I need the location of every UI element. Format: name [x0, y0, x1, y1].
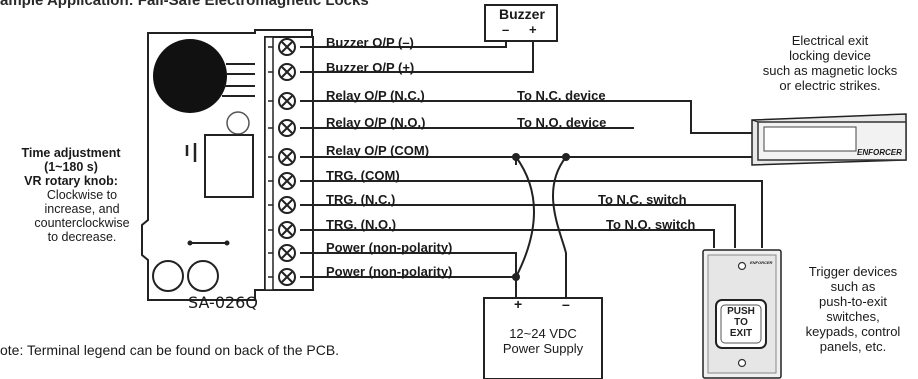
buzzer-plus: + — [529, 22, 537, 37]
psu-voltage: 12~24 VDC — [509, 326, 577, 341]
trigger-devices-line: push-to-exit — [819, 294, 887, 309]
exit-button-line: PUSH — [727, 306, 755, 317]
time-adjustment-range: (1~180 s) — [44, 160, 98, 174]
terminal-label: Power (non-polarity) — [326, 240, 453, 255]
buzzer-title: Buzzer — [499, 6, 545, 22]
terminal-legend-note: ote: Terminal legend can be found on bac… — [0, 342, 340, 358]
trigger-devices-line: panels, etc. — [819, 339, 887, 354]
exit-plate-brand: ENFORCER — [750, 260, 773, 265]
power-supply-label: 12~24 VDC Power Supply — [484, 326, 602, 356]
time-adjustment-note: Time adjustment (1~180 s) VR rotary knob… — [0, 146, 142, 244]
terminal-screw — [268, 38, 296, 56]
trigger-devices-description: Trigger devices such as push-to-exit swi… — [788, 264, 918, 354]
psu-title: Power Supply — [502, 341, 584, 356]
terminal-label: TRG. (COM) — [326, 168, 400, 183]
knob-desc-line: increase, and — [44, 202, 120, 216]
wire-label-nc-switch: To N.C. switch — [598, 192, 687, 207]
terminal-screw — [268, 268, 296, 286]
terminal-label: Power (non-polarity) — [326, 264, 453, 279]
wire-label-no-switch: To N.O. switch — [606, 217, 696, 232]
magnetic-lock — [751, 113, 907, 166]
exit-button-line: TO — [734, 317, 748, 328]
wire-label-nc-device: To N.C. device — [517, 88, 606, 103]
buzzer-minus: – — [502, 22, 510, 37]
exit-button-plate — [702, 249, 782, 379]
locking-device-line: or electric strikes. — [779, 78, 881, 93]
terminal-screw — [268, 172, 296, 190]
terminal-screw — [268, 196, 296, 214]
locking-device-description: Electrical exit locking device such as m… — [742, 33, 918, 93]
power-supply-box — [483, 297, 603, 379]
exit-button-line: EXIT — [729, 328, 753, 339]
trigger-devices-line: such as — [830, 279, 876, 294]
terminal-label: Buzzer O/P (+) — [326, 60, 415, 75]
terminal-label: Relay O/P (N.O.) — [326, 115, 426, 130]
terminal-screw — [268, 221, 296, 239]
terminal-screw — [268, 63, 296, 81]
terminal-screw — [268, 148, 296, 166]
terminal-label: Buzzer O/P (–) — [326, 35, 414, 50]
trigger-devices-line: keypads, control — [805, 324, 901, 339]
psu-minus: – — [562, 296, 570, 312]
locking-device-line: Electrical exit — [791, 33, 869, 48]
knob-desc-line: to decrease. — [47, 230, 117, 244]
locking-device-line: locking device — [789, 48, 871, 63]
model-label: SA-026Q — [188, 293, 258, 312]
vr-knob-label: VR rotary knob: — [24, 174, 118, 188]
diagram-title: ample Application: Fail-Safe Electromagn… — [0, 0, 369, 9]
terminal-label: TRG. (N.O.) — [326, 217, 397, 232]
time-adjustment-title: Time adjustment — [21, 146, 121, 160]
relay-component — [204, 134, 254, 198]
exit-button-label: PUSH TO EXIT — [716, 306, 766, 339]
knob-desc-line: counterclockwise — [34, 216, 130, 230]
vr-rotary-knob — [153, 39, 227, 113]
terminal-label: Relay O/P (COM) — [326, 143, 430, 158]
terminal-label: Relay O/P (N.C.) — [326, 88, 425, 103]
lock-brand-logo: ENFORCER — [857, 148, 902, 157]
trigger-devices-line: switches, — [826, 309, 880, 324]
terminal-block — [264, 36, 314, 291]
led-indicator — [226, 111, 250, 135]
psu-plus: + — [514, 296, 523, 312]
terminal-screw — [268, 244, 296, 262]
buzzer-box — [484, 4, 558, 42]
terminal-label: TRG. (N.C.) — [326, 192, 396, 207]
wire-label-no-device: To N.O. device — [517, 115, 607, 130]
terminal-screw — [268, 92, 296, 110]
locking-device-line: such as magnetic locks — [762, 63, 898, 78]
knob-desc-line: Clockwise to — [46, 188, 118, 202]
terminal-screw — [268, 119, 296, 137]
trigger-devices-line: Trigger devices — [808, 264, 898, 279]
